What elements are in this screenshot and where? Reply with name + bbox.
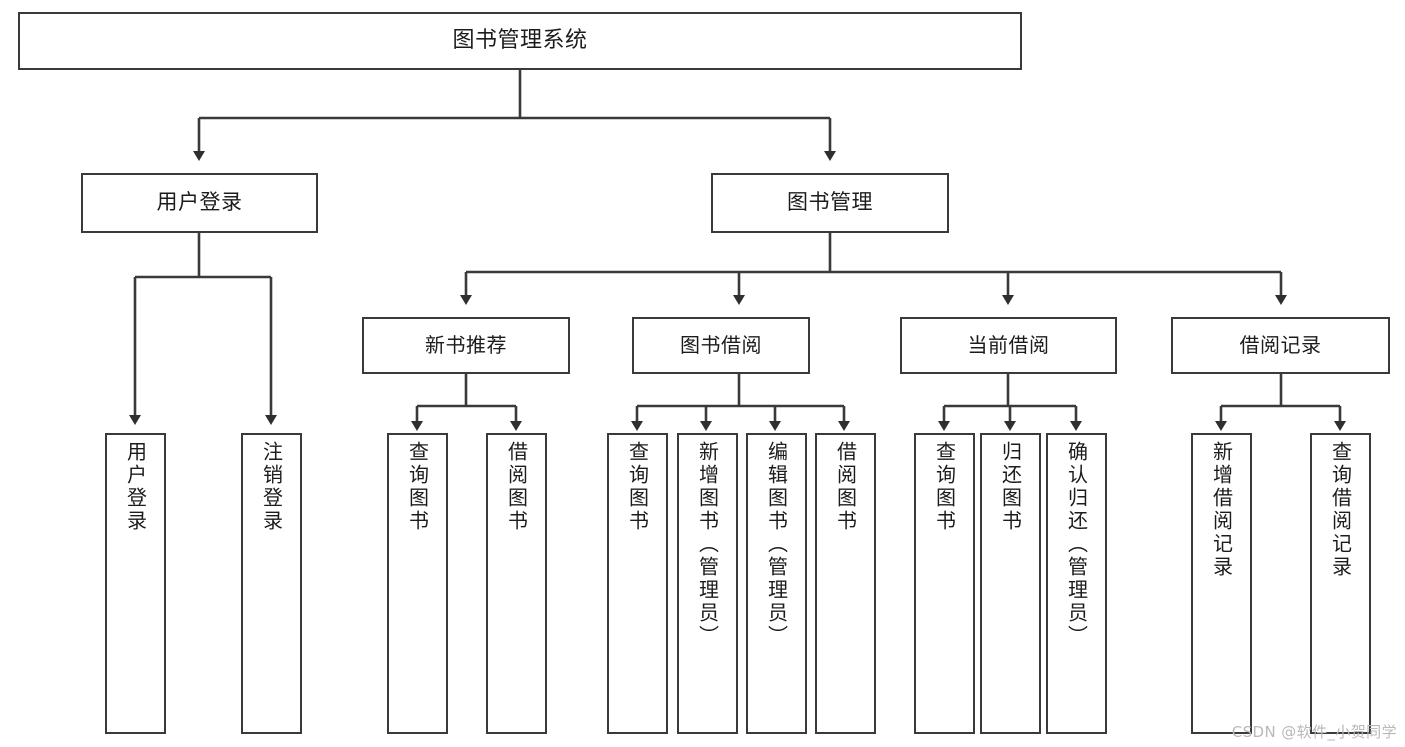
node-leaf-confirm-return[interactable]: 确认归还（管理员） bbox=[1046, 433, 1107, 734]
node-leaf-query-book-3-label: 查询图书 bbox=[932, 441, 957, 533]
node-new-book-recommend-label: 新书推荐 bbox=[425, 333, 507, 358]
node-leaf-query-record-label: 查询借阅记录 bbox=[1328, 441, 1353, 579]
node-leaf-add-book[interactable]: 新增图书（管理员） bbox=[677, 433, 738, 734]
node-leaf-edit-book-label: 编辑图书（管理员） bbox=[764, 441, 789, 648]
node-leaf-query-record[interactable]: 查询借阅记录 bbox=[1310, 433, 1371, 734]
node-leaf-query-book-1-label: 查询图书 bbox=[405, 441, 430, 533]
node-book-management[interactable]: 图书管理 bbox=[711, 173, 949, 233]
node-leaf-add-book-label: 新增图书（管理员） bbox=[695, 441, 720, 648]
node-root[interactable]: 图书管理系统 bbox=[18, 12, 1022, 70]
node-user-login-label: 用户登录 bbox=[156, 190, 243, 215]
node-leaf-return-book-label: 归还图书 bbox=[998, 441, 1023, 533]
node-leaf-borrow-book-2-label: 借阅图书 bbox=[833, 441, 858, 533]
watermark-text: CSDN @软件_小贺同学 bbox=[1231, 723, 1397, 741]
node-leaf-query-book-2-label: 查询图书 bbox=[625, 441, 650, 533]
node-borrow-record[interactable]: 借阅记录 bbox=[1171, 317, 1390, 374]
node-leaf-user-login[interactable]: 用户登录 bbox=[105, 433, 166, 734]
node-current-borrow[interactable]: 当前借阅 bbox=[900, 317, 1117, 374]
node-current-borrow-label: 当前借阅 bbox=[967, 333, 1050, 358]
node-leaf-borrow-book-2[interactable]: 借阅图书 bbox=[815, 433, 876, 734]
node-root-label: 图书管理系统 bbox=[452, 27, 588, 53]
node-leaf-edit-book[interactable]: 编辑图书（管理员） bbox=[746, 433, 807, 734]
node-user-login[interactable]: 用户登录 bbox=[81, 173, 318, 233]
node-leaf-borrow-book-1[interactable]: 借阅图书 bbox=[486, 433, 547, 734]
node-leaf-borrow-book-1-label: 借阅图书 bbox=[504, 441, 529, 533]
node-leaf-return-book[interactable]: 归还图书 bbox=[980, 433, 1041, 734]
node-book-borrow[interactable]: 图书借阅 bbox=[632, 317, 810, 374]
node-leaf-user-logout-label: 注销登录 bbox=[259, 441, 284, 533]
node-leaf-query-book-2[interactable]: 查询图书 bbox=[607, 433, 668, 734]
node-book-management-label: 图书管理 bbox=[787, 190, 873, 215]
node-leaf-user-logout[interactable]: 注销登录 bbox=[241, 433, 302, 734]
node-new-book-recommend[interactable]: 新书推荐 bbox=[362, 317, 570, 374]
node-leaf-confirm-return-label: 确认归还（管理员） bbox=[1064, 441, 1089, 648]
node-leaf-add-record-label: 新增借阅记录 bbox=[1209, 441, 1234, 579]
node-leaf-user-login-label: 用户登录 bbox=[123, 441, 148, 533]
node-borrow-record-label: 借阅记录 bbox=[1239, 333, 1322, 358]
node-leaf-query-book-1[interactable]: 查询图书 bbox=[387, 433, 448, 734]
node-leaf-query-book-3[interactable]: 查询图书 bbox=[914, 433, 975, 734]
node-book-borrow-label: 图书借阅 bbox=[680, 333, 762, 358]
node-leaf-add-record[interactable]: 新增借阅记录 bbox=[1191, 433, 1252, 734]
